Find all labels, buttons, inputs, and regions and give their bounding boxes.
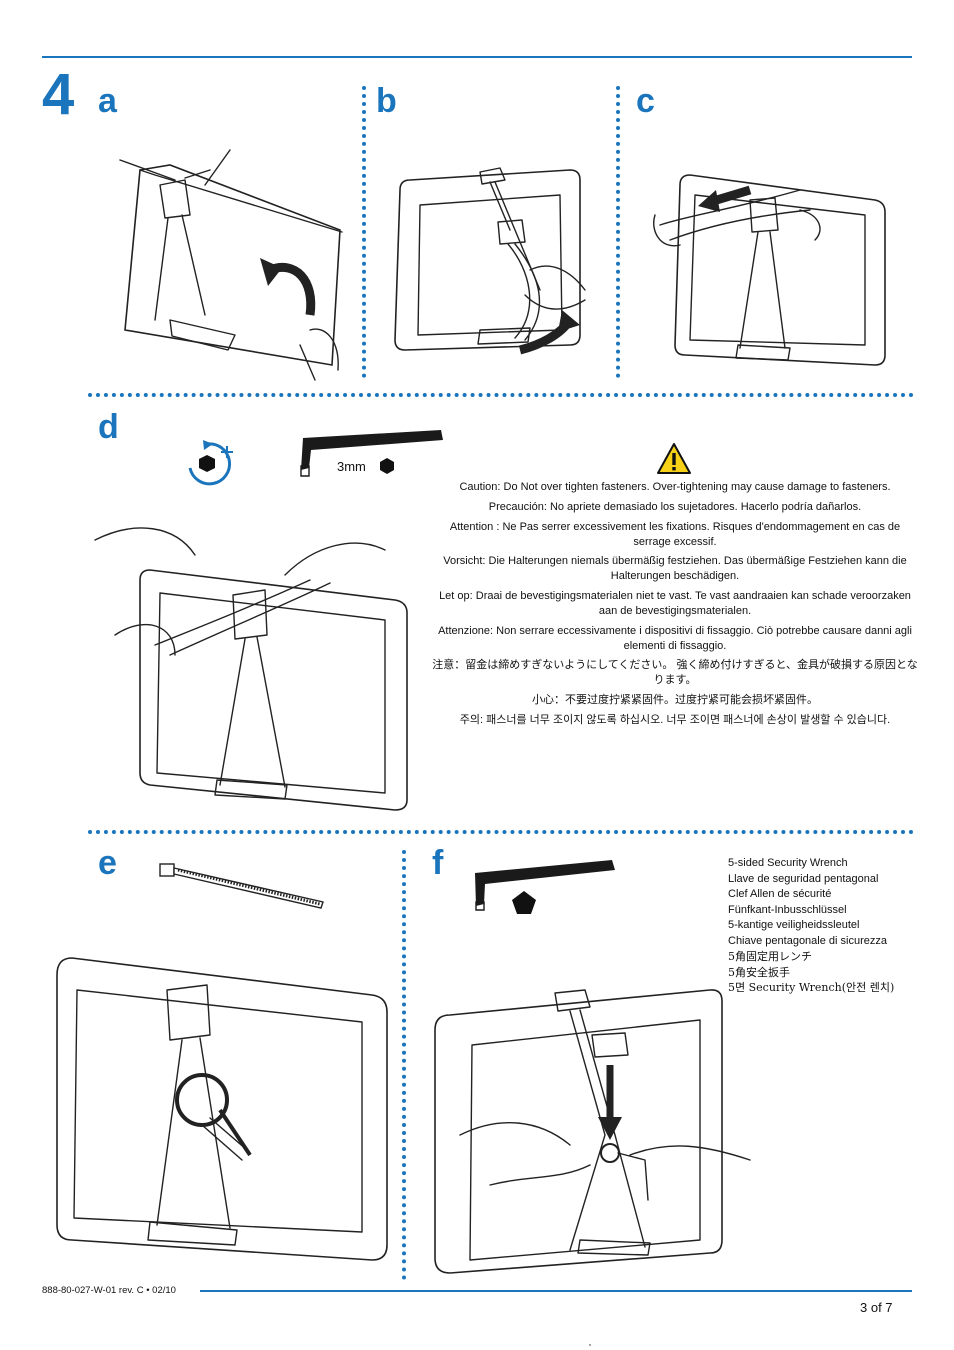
warning-line: 注意：留金は締めすぎないようにしてください。 強く締め付けすぎると、金具が破損す…	[432, 659, 918, 687]
wrench-name: 5角安全扳手	[728, 965, 790, 979]
warning-line: Caution: Do Not over tighten fasteners. …	[459, 481, 891, 493]
pentagon-key-wrench	[475, 860, 615, 911]
bottom-rule	[200, 1290, 912, 1292]
divider-bc	[616, 86, 620, 378]
wrench-name: 5角固定用レンチ	[728, 950, 812, 963]
warning-line: Attention : Ne Pas serrer excessivement …	[449, 520, 901, 548]
panel-label-f: f	[432, 844, 444, 882]
illustration-b	[394, 167, 586, 355]
panel-label-b: b	[376, 82, 397, 120]
wrench-name: Chiave pentagonale di sicurezza	[728, 934, 887, 947]
hex-key-wrench	[300, 430, 443, 477]
illustration-a	[119, 149, 343, 381]
illustration-c	[653, 174, 886, 366]
illustration-d	[94, 527, 408, 811]
divider-ab	[362, 86, 366, 378]
cable-tie	[159, 863, 324, 909]
panel-label-d: d	[98, 408, 119, 446]
wrench-name: Llave de seguridad pentagonal	[728, 872, 879, 885]
warning-line: Precaución: No apriete demasiado los suj…	[488, 500, 862, 513]
top-rule	[42, 56, 912, 58]
page-number: 3 of 7	[860, 1300, 893, 1315]
wrench-name-list: 5-sided Security Wrench Llave de segurid…	[728, 856, 894, 996]
wrench-name: 5면 Security Wrench(안전 렌치)	[728, 981, 895, 994]
caution-text-block: Caution: Do Not over tighten fasteners. …	[430, 480, 920, 733]
panel-label-e: e	[98, 844, 117, 882]
warning-line: Attenzione: Non serrare eccessivamente i…	[438, 624, 912, 652]
step-number: 4	[42, 62, 75, 127]
wrench-name: Fünfkant-Inbusschlüssel	[728, 903, 847, 916]
divider-row1	[88, 393, 914, 397]
panel-label-c: c	[636, 82, 655, 120]
divider-row2	[88, 830, 914, 834]
warning-line: Vorsicht: Die Halterungen niemals übermä…	[443, 555, 907, 583]
illustration-f	[434, 989, 751, 1346]
warning-triangle-icon	[657, 443, 691, 474]
pentagon-bolt-icon	[512, 891, 536, 914]
warning-line: 小心：不要过度拧紧紧固件。过度拧紧可能会损坏紧固件。	[532, 694, 818, 707]
warning-line: 주의: 패스너를 너무 조이지 않도록 하십시오. 너무 조이면 패스너에 손상…	[459, 713, 891, 726]
tighten-hex-icon	[188, 440, 233, 486]
wrench-name: Clef Allen de sécurité	[728, 888, 832, 900]
wrench-name: 5-kantige veiligheidssleutel	[728, 919, 860, 931]
illustration-e	[56, 957, 388, 1261]
document-id: 888-80-027-W-01 rev. C • 02/10	[42, 1285, 176, 1296]
wrench-size-label: 3mm	[337, 459, 366, 474]
hex-bolt-icon	[380, 458, 394, 474]
divider-ef	[402, 850, 406, 1280]
wrench-name: 5-sided Security Wrench	[728, 857, 848, 869]
warning-line: Let op: Draai de bevestigingsmaterialen …	[439, 590, 911, 617]
panel-label-a: a	[98, 82, 117, 120]
